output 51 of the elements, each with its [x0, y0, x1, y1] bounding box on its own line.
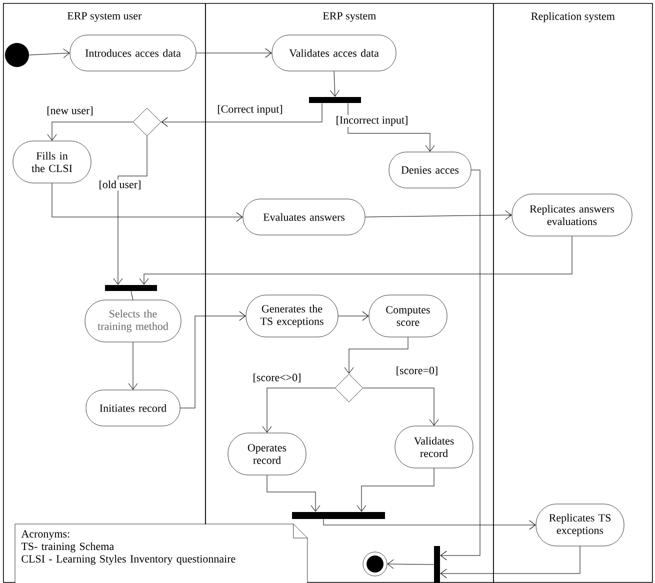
edge-label: [old user] [98, 179, 142, 191]
action-node: Validates record [394, 426, 474, 468]
action-node: Fills in the CLSI [12, 140, 92, 184]
start-node [5, 43, 29, 67]
sync-bar [292, 512, 385, 519]
edge-label: [new user] [46, 105, 94, 117]
connector [130, 290, 134, 300]
arrow [52, 182, 243, 222]
arrow [330, 70, 340, 97]
arrow [440, 170, 480, 560]
arrow [356, 468, 434, 512]
edge-label: [score=0] [394, 365, 440, 377]
action-node: Introduces acces data [70, 34, 196, 72]
action-node: Replicates TS exceptions [536, 504, 624, 546]
note: Acronyms: TS- training Schema CLSI - Learning Styles Inventory questionnaire [14, 524, 308, 583]
arrow [28, 48, 70, 58]
arrow [266, 474, 320, 512]
arrow [180, 311, 246, 408]
arrow [387, 559, 434, 569]
edge-label: [Incorrect input] [334, 115, 410, 127]
arrow [262, 388, 336, 433]
action-node: Validates acces data [272, 34, 396, 72]
arrow [440, 546, 580, 578]
arrow [113, 136, 148, 285]
sync-bar [309, 97, 361, 103]
action-node: Generates the TS exceptions [246, 294, 338, 338]
action-node: Evaluates answers [242, 198, 366, 236]
arrow [128, 342, 138, 390]
action-node: Computes score [368, 294, 448, 338]
arrow [323, 518, 536, 530]
edge-label: [score<>0] [252, 372, 302, 384]
arrow [362, 388, 439, 426]
arrow [348, 102, 435, 152]
action-node: Operates record [228, 432, 306, 476]
arrow [196, 48, 272, 58]
sync-bar [105, 285, 157, 291]
end-node [362, 552, 388, 576]
arrow [47, 122, 134, 141]
decision-diamond [334, 374, 364, 402]
sync-bar [434, 546, 440, 583]
action-node: Selects the training method [84, 300, 182, 342]
arrow [344, 336, 408, 374]
action-node: Replicates answers evaluations [512, 194, 632, 236]
arrow [139, 236, 572, 285]
arrow [161, 102, 322, 127]
arrow [338, 311, 369, 321]
action-node: Denies acces [388, 152, 472, 188]
arrow [364, 210, 512, 220]
decision-diamond [132, 108, 162, 136]
edge-label: [Correct input] [216, 104, 284, 116]
action-node: Initiates record [86, 390, 180, 426]
